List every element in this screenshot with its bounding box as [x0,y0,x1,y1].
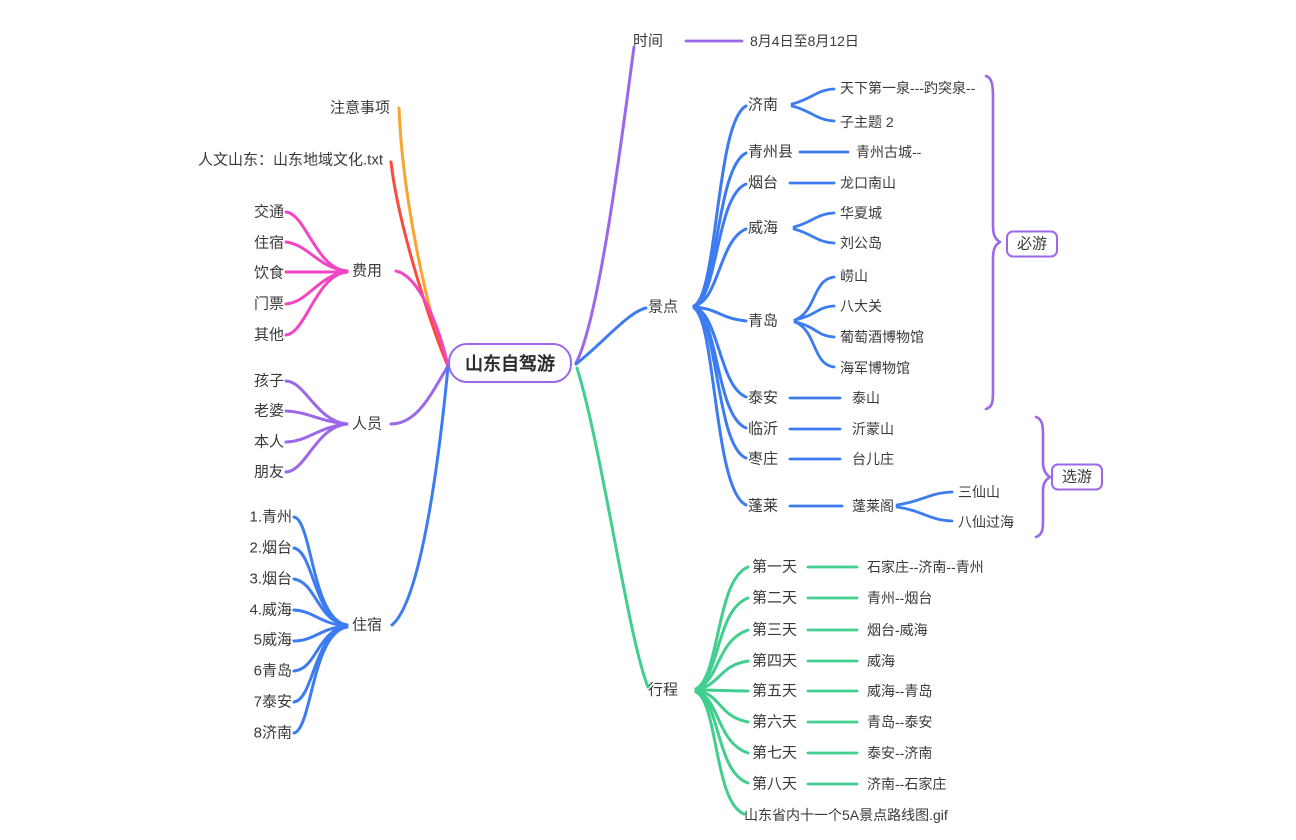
route-5-label[interactable]: 威海--青岛 [867,683,933,699]
spot-subtopic-2[interactable]: 子主题 2 [840,114,894,130]
day-6-label[interactable]: 第六天 [752,713,798,731]
time-value-label[interactable]: 8月4日至8月12日 [750,33,859,49]
edge-people [389,364,450,426]
branch-notes-label[interactable]: 注意事项 [329,99,390,117]
spot-liugong-island[interactable]: 刘公岛 [840,235,882,251]
attractions-fan [692,104,748,507]
spot-navy-museum[interactable]: 海军博物馆 [840,360,910,376]
route-3-label[interactable]: 烟台-威海 [867,622,928,638]
lodging-item-2[interactable]: 2.烟台 [249,539,292,557]
day-4-label[interactable]: 第四天 [752,652,798,670]
branch-culture-label[interactable]: 人文山东：山东地域文化.txt [197,151,383,169]
city-yantai[interactable]: 烟台 [748,174,779,192]
lodging-item-1[interactable]: 1.青州 [249,508,292,526]
day-7-label[interactable]: 第七天 [752,744,798,762]
day-3-label[interactable]: 第三天 [752,621,798,639]
branch-people-label[interactable]: 人员 [352,415,383,433]
cost-item-transport[interactable]: 交通 [253,203,284,221]
spot-baxian-guohai[interactable]: 八仙过海 [958,514,1014,530]
city-zaozhuang[interactable]: 枣庄 [748,450,779,468]
lodging-item-8[interactable]: 8济南 [253,724,292,742]
spot-baotu-spring[interactable]: 天下第一泉---趵突泉-- [840,80,976,96]
spot-sanxianshan[interactable]: 三仙山 [958,484,1000,500]
spot-taishan[interactable]: 泰山 [852,390,880,406]
spot-longkou-nanshan[interactable]: 龙口南山 [840,175,896,191]
brace-must-visit [984,74,1002,411]
edge-lodging [390,365,450,627]
people-item-child[interactable]: 孩子 [253,372,284,390]
spot-edges [788,87,954,523]
cost-fan [284,210,349,337]
edge-attractions [574,306,648,366]
people-fan [284,379,349,474]
summary-badge-optional-visit[interactable]: 选游 [1050,463,1104,491]
day-8-label[interactable]: 第八天 [752,775,798,793]
cost-item-other[interactable]: 其他 [253,326,284,344]
lodging-item-4[interactable]: 4.威海 [249,601,292,619]
city-taian[interactable]: 泰安 [748,389,779,407]
center-topic[interactable]: 山东自驾游 [448,343,572,383]
cost-item-food[interactable]: 饮食 [253,264,284,282]
day-1-label[interactable]: 第一天 [752,558,798,576]
people-item-wife[interactable]: 老婆 [253,402,284,420]
city-linyi[interactable]: 临沂 [748,420,779,438]
day-5-label[interactable]: 第五天 [752,682,798,700]
lodging-item-6[interactable]: 6青岛 [253,662,292,680]
branch-time-label[interactable]: 时间 [633,32,664,50]
lodging-item-3[interactable]: 3.烟台 [249,570,292,588]
spot-laoshan[interactable]: 崂山 [840,268,868,284]
spot-huaxia-city[interactable]: 华夏城 [840,205,882,221]
cost-item-tickets[interactable]: 门票 [253,295,284,313]
route-1-label[interactable]: 石家庄--济南--青州 [867,559,984,575]
spot-yimengshan[interactable]: 沂蒙山 [852,421,894,437]
route-2-label[interactable]: 青州--烟台 [867,590,933,606]
edge-cost [394,269,450,368]
spot-penglai-pavilion[interactable]: 蓬莱阁 [852,498,894,514]
route-8-label[interactable]: 济南--石家庄 [867,776,947,792]
city-jinan[interactable]: 济南 [748,96,779,114]
brace-optional-visit [1034,415,1052,539]
branch-cost-label[interactable]: 费用 [352,262,383,280]
day-2-label[interactable]: 第二天 [752,589,798,607]
edge-culture [389,160,450,368]
city-qingzhou[interactable]: 青州县 [748,143,794,161]
lodging-item-5[interactable]: 5威海 [253,631,292,649]
lodging-item-7[interactable]: 7泰安 [253,693,292,711]
branch-itinerary-label[interactable]: 行程 [648,681,679,699]
edge-itinerary [575,366,650,689]
spot-badaguan[interactable]: 八大关 [840,298,882,314]
branch-lodging-label[interactable]: 住宿 [352,616,383,634]
people-item-friend[interactable]: 朋友 [253,463,284,481]
spot-taierzhuang[interactable]: 台儿庄 [852,451,894,467]
route-7-label[interactable]: 泰安--济南 [867,745,933,761]
spot-qingzhou-old-town[interactable]: 青州古城-- [856,144,922,160]
city-qingdao[interactable]: 青岛 [748,312,779,330]
city-penglai[interactable]: 蓬莱 [748,497,779,515]
summary-badge-must-visit[interactable]: 必游 [1005,230,1059,258]
spot-wine-museum[interactable]: 葡萄酒博物馆 [840,329,924,345]
people-item-self[interactable]: 本人 [253,433,284,451]
edge-time [574,45,636,365]
route-edges [806,565,859,786]
route-6-label[interactable]: 青岛--泰安 [867,714,933,730]
itinerary-fan [694,565,750,816]
city-weihai[interactable]: 威海 [748,219,779,237]
route-4-label[interactable]: 威海 [867,653,895,669]
lodging-fan [292,515,349,735]
branch-attractions-label[interactable]: 景点 [648,298,679,316]
cost-item-lodging[interactable]: 住宿 [253,234,284,252]
itinerary-extra-label[interactable]: 山东省内十一个5A景点路线图.gif [744,807,948,823]
